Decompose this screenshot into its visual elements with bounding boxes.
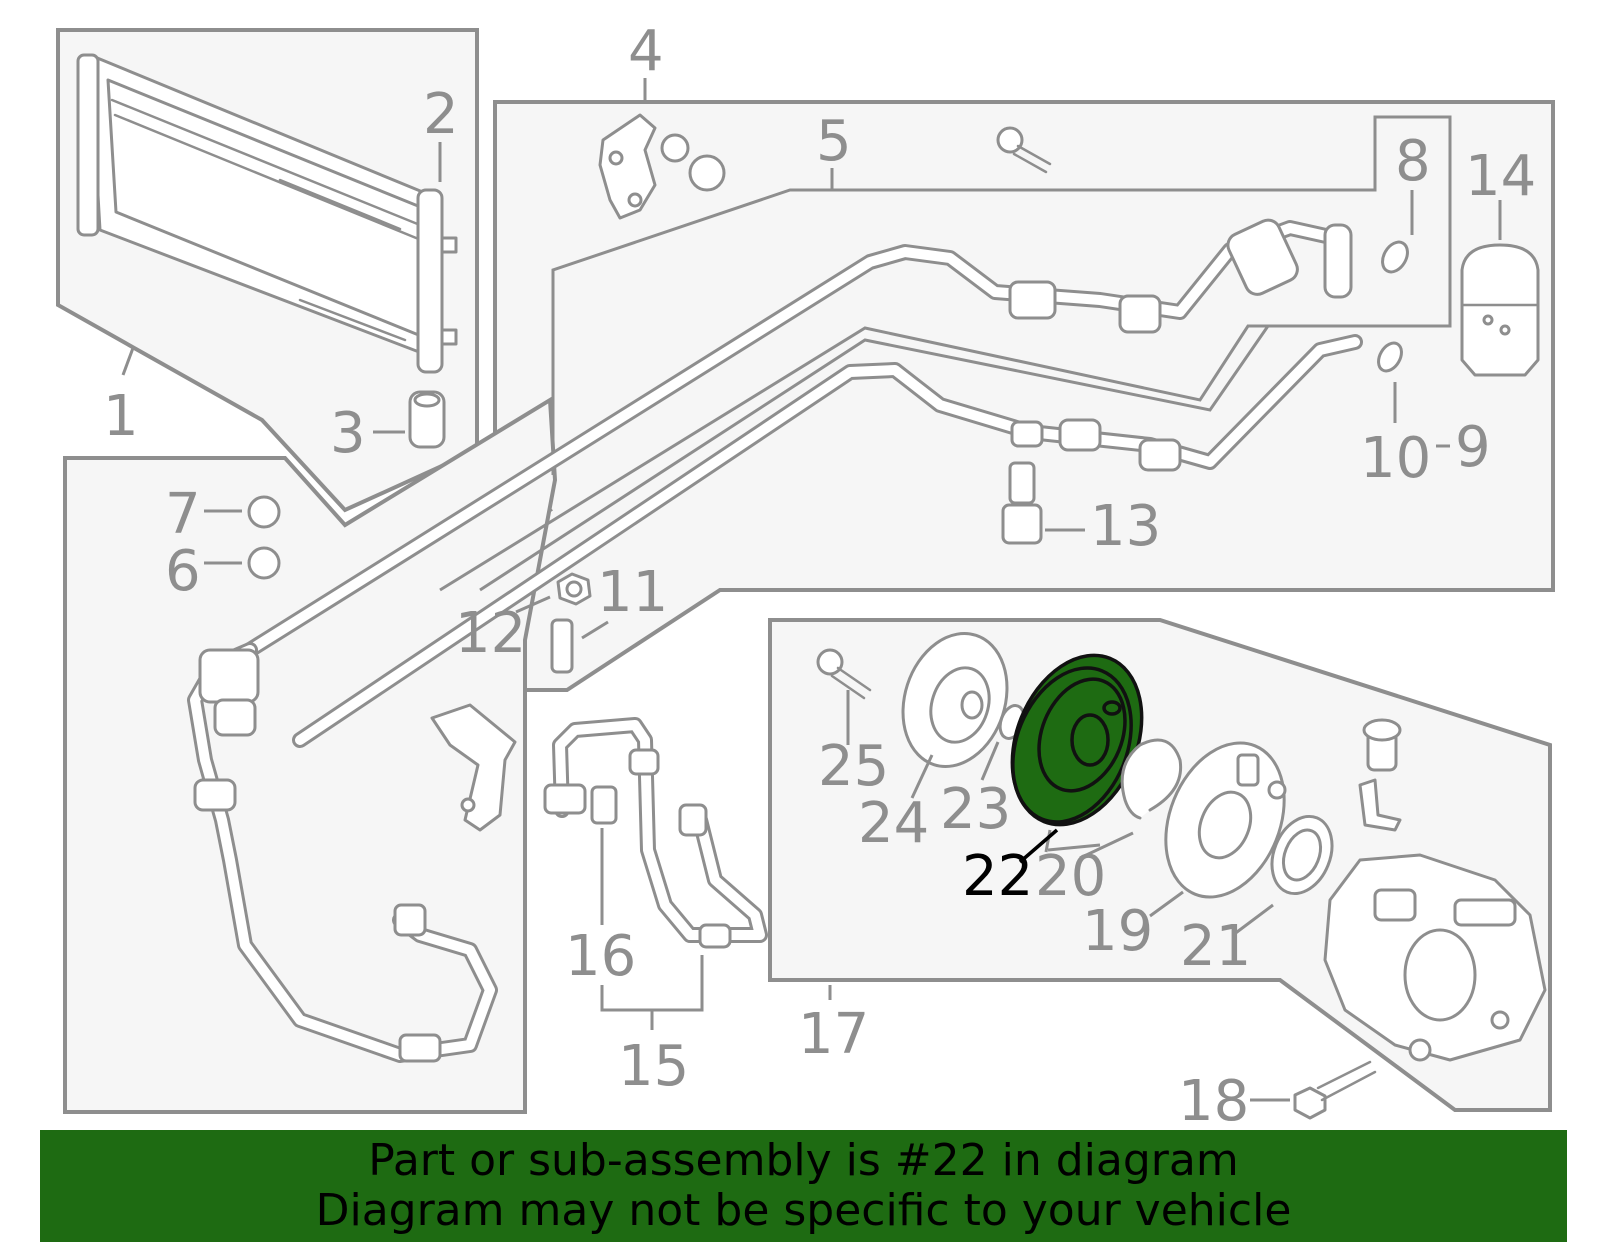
coil-part-19 [1164,741,1287,899]
callout-22: 22 [962,844,1033,909]
callout-8: 8 [1395,129,1431,194]
callout-7: 7 [165,482,201,547]
callout-23: 23 [940,777,1011,842]
footer-line-2: Diagram may not be specific to your vehi… [315,1185,1292,1236]
sensor-part-17 [1358,718,1402,832]
pipe-part-15 [543,717,768,949]
suction-line [242,218,1353,658]
expansion-valve-part-14 [1460,243,1540,377]
compressor [1323,853,1547,1062]
callout-15: 15 [618,1034,689,1099]
pulley-part-22-highlighted [1010,653,1144,827]
fitting-part-16 [590,785,618,825]
bushing-part-3 [408,390,446,449]
nut-part-12 [556,572,592,606]
valve-part-13 [1001,461,1043,545]
bracket-part-4 [598,113,726,220]
liquid-line [292,334,1363,748]
callout-3: 3 [330,401,366,466]
bolt-part-25 [816,648,872,700]
o-ring-part-7 [247,495,281,529]
callout-2: 2 [423,82,459,147]
callout-9: 9 [1455,415,1491,480]
callout-13: 13 [1090,494,1161,559]
footer-banner: Part or sub-assembly is #22 in diagram D… [40,1130,1567,1242]
callout-10: 10 [1360,426,1431,491]
o-ring-part-8 [1381,240,1409,274]
condenser [76,53,458,374]
callout-20: 20 [1035,844,1106,909]
callout-17: 17 [798,1002,869,1067]
callout-12: 12 [455,601,526,666]
callout-19: 19 [1082,899,1153,964]
snap-ring-part-20 [1120,738,1183,820]
callout-14: 14 [1465,144,1536,209]
callout-16: 16 [565,924,636,989]
callout-4: 4 [628,19,664,84]
bolt-part-5 [996,126,1052,174]
o-ring-part-6 [247,546,281,580]
callout-24: 24 [858,791,929,856]
bracket-lower [430,703,517,832]
callout-1: 1 [103,384,139,449]
callout-11: 11 [597,560,668,625]
callout-18: 18 [1178,1069,1249,1134]
callout-25: 25 [818,734,889,799]
o-ring-part-10 [1377,341,1403,373]
seal-part-21 [1270,814,1334,896]
leader-22 [1018,828,1059,864]
valve-part-11 [550,618,574,674]
discharge-hose [187,642,498,1063]
bolt-part-18 [1293,1060,1377,1120]
leader-lines [121,78,1502,1102]
footer-line-1: Part or sub-assembly is #22 in diagram [368,1135,1239,1186]
callout-6: 6 [165,539,201,604]
callout-21: 21 [1180,914,1251,979]
callout-5: 5 [816,109,852,174]
